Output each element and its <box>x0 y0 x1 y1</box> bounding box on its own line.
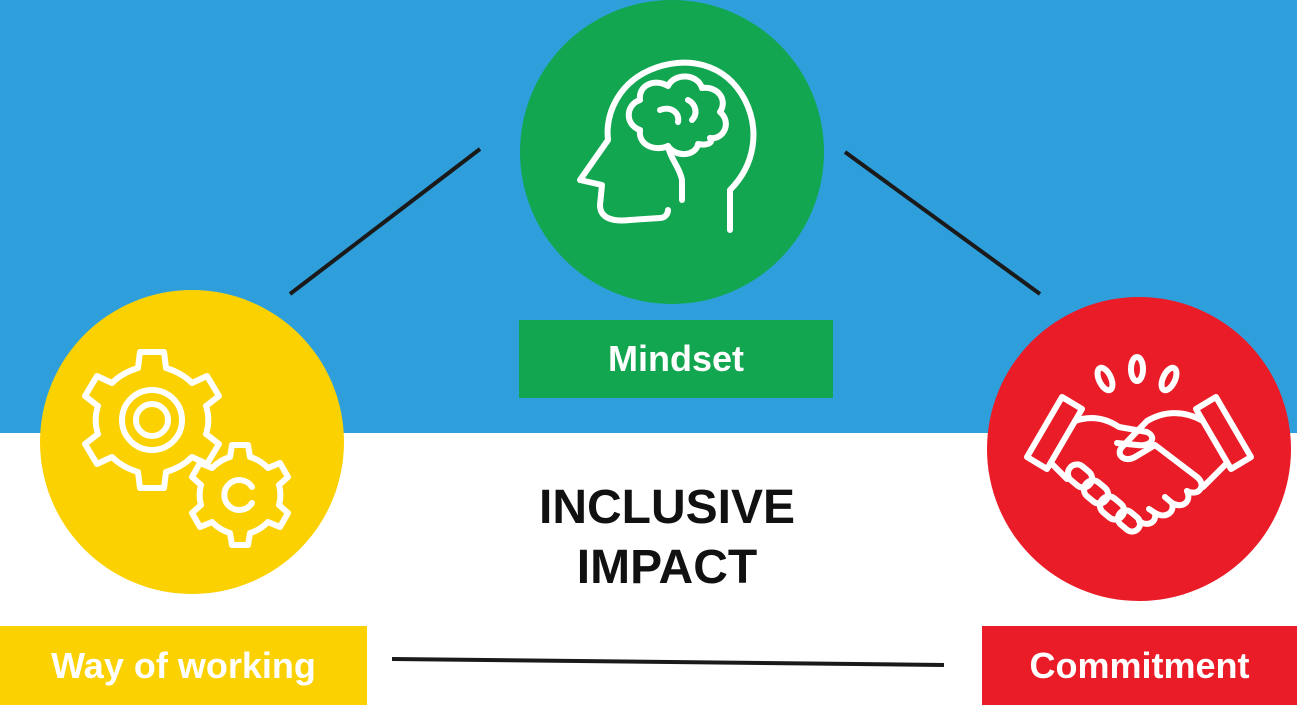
handshake-icon <box>1024 354 1254 535</box>
connector-mindset-commitment <box>843 150 1042 296</box>
way-of-working-circle <box>40 290 344 594</box>
center-title-line-1: INCLUSIVE <box>538 481 796 534</box>
commitment-label-text: Commitment <box>1029 644 1250 686</box>
way-of-working-label: Way of working <box>0 626 367 705</box>
center-title-line-2: IMPACT <box>576 541 758 594</box>
way-of-working-label-text: Way of working <box>51 644 316 686</box>
mindset-label: Mindset <box>519 320 833 398</box>
commitment-circle <box>987 297 1291 601</box>
commitment-label: Commitment <box>982 626 1297 705</box>
connector-mindset-way <box>288 147 482 296</box>
brain-head-icon <box>577 59 757 233</box>
center-title: INCLUSIVE IMPACT <box>467 478 867 598</box>
mindset-label-text: Mindset <box>607 338 744 379</box>
connector-way-commitment <box>391 657 945 667</box>
gears-icon <box>82 349 291 548</box>
mindset-circle <box>520 0 824 304</box>
